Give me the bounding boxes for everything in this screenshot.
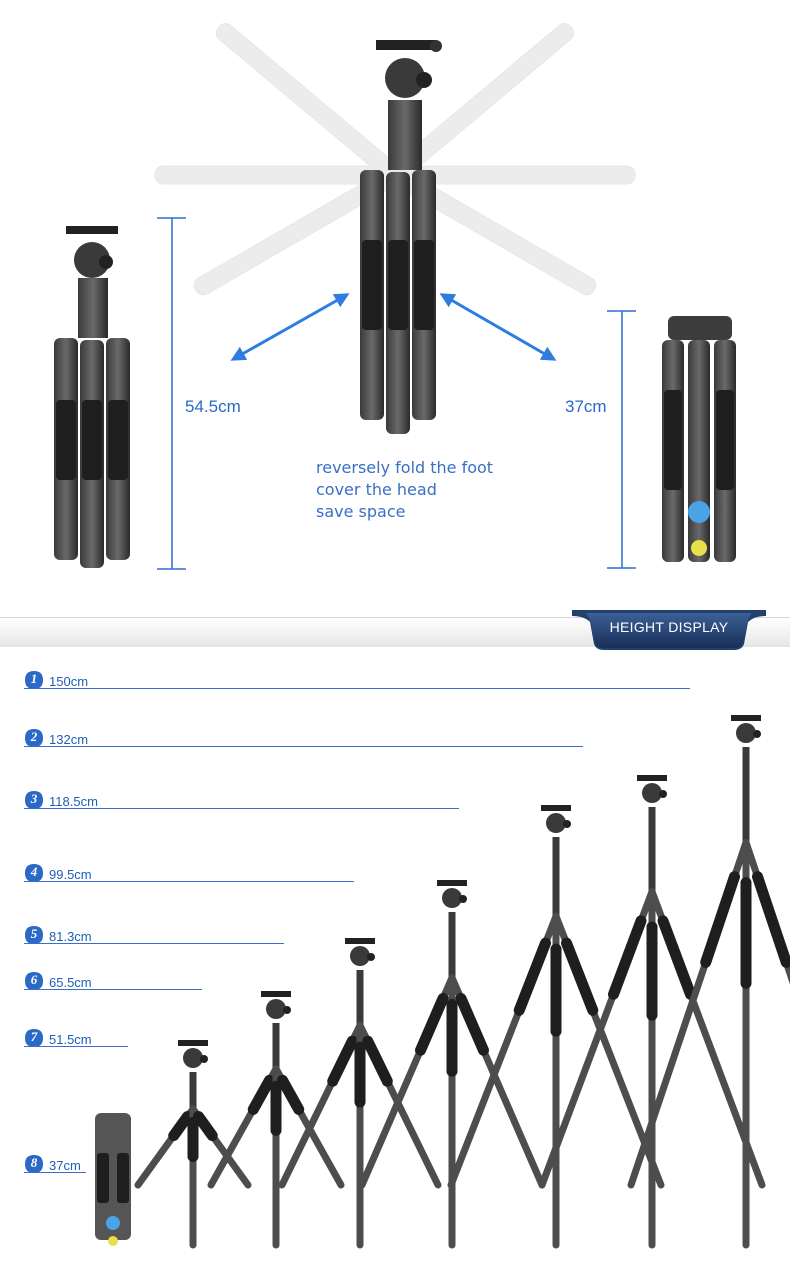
knob-icon — [283, 1006, 291, 1014]
knob-icon — [108, 1236, 118, 1246]
height-line — [24, 1172, 86, 1173]
banner-title: HEIGHT DISPLAY — [609, 619, 729, 635]
ball-head-icon — [442, 888, 462, 908]
height-label: 65.5cm — [49, 975, 92, 990]
knob-icon — [200, 1055, 208, 1063]
ball-head-icon — [106, 1216, 120, 1230]
height-number: 7 — [30, 1029, 38, 1044]
tripod-grip — [117, 1153, 129, 1203]
height-label: 150cm — [49, 674, 89, 689]
tripod-grip — [561, 937, 599, 1016]
tripod-grip — [97, 1153, 109, 1203]
tripod-grip — [657, 915, 696, 1000]
banner-tab — [572, 610, 766, 650]
height-number: 8 — [30, 1155, 38, 1170]
height-number: 3 — [30, 791, 38, 806]
tripod-grip — [193, 1111, 218, 1142]
height-label: 99.5cm — [49, 867, 92, 882]
knob-icon — [563, 820, 571, 828]
center-tripod — [360, 40, 442, 434]
badge-icon — [25, 972, 43, 990]
ball-head-icon — [350, 946, 370, 966]
head-plate — [261, 991, 291, 997]
caption-line: cover the head — [316, 480, 437, 499]
knob-icon — [367, 953, 375, 961]
height-number: 6 — [30, 972, 38, 987]
fold-caption: reversely fold the foot cover the head s… — [316, 457, 493, 523]
height-line — [24, 1046, 128, 1047]
head-plate — [345, 938, 375, 944]
right-tripod — [662, 316, 736, 562]
height-number: 1 — [30, 671, 38, 686]
height-number: 5 — [30, 926, 38, 941]
tripod-grip — [277, 1074, 305, 1115]
head-plate — [437, 880, 467, 886]
head-plate — [178, 1040, 208, 1046]
badge-icon — [25, 926, 43, 944]
badge-icon — [25, 864, 43, 882]
double-arrow-icon — [439, 293, 557, 361]
fold-illustration — [54, 23, 736, 570]
height-label: 37cm — [49, 1158, 81, 1173]
folded-height-label: 54.5cm — [185, 397, 241, 416]
left-tripod — [54, 226, 130, 568]
height-line — [24, 943, 284, 944]
head-plate — [637, 775, 667, 781]
reverse-folded-height-label: 37cm — [565, 397, 607, 416]
knob-icon — [459, 895, 467, 903]
ball-head-icon — [266, 999, 286, 1019]
badge-icon — [25, 671, 43, 689]
tripod-body — [95, 1113, 131, 1240]
tripod-lineup — [95, 715, 790, 1249]
head-plate — [731, 715, 761, 721]
badge-icon — [25, 1155, 43, 1173]
ball-head-icon — [736, 723, 756, 743]
tripod-grip — [752, 871, 790, 968]
badge-icon — [25, 1029, 43, 1047]
tripod-grip — [513, 937, 551, 1016]
caption-line: reversely fold the foot — [316, 458, 494, 477]
tripod-grip — [608, 915, 647, 1000]
height-line — [24, 808, 459, 809]
height-line — [24, 989, 202, 990]
badge-icon — [25, 791, 43, 809]
height-label: 132cm — [49, 732, 89, 747]
tripod-grip — [168, 1111, 193, 1142]
fold-comparison-section: 54.5cm 37cm reversely fold the foot cove… — [0, 0, 790, 600]
height-label: 81.3cm — [49, 929, 92, 944]
tripod-grip — [415, 992, 449, 1056]
ball-head-icon — [642, 783, 662, 803]
tripod-grip — [247, 1074, 275, 1115]
height-line — [24, 881, 354, 882]
height-number: 2 — [30, 729, 38, 744]
ball-head-icon — [546, 813, 566, 833]
tripod-grip — [455, 992, 489, 1056]
knob-icon — [659, 790, 667, 798]
dim-line-left — [157, 217, 186, 570]
height-line — [24, 688, 690, 689]
height-label: 51.5cm — [49, 1032, 92, 1047]
tripod-grip — [362, 1035, 393, 1087]
height-number: 4 — [30, 864, 38, 879]
double-arrow-icon — [230, 293, 350, 361]
height-label: 118.5cm — [49, 794, 98, 809]
ghost-legs — [154, 23, 636, 296]
tripod-grip — [700, 871, 740, 968]
height-line — [24, 746, 583, 747]
dim-line-right — [607, 310, 636, 569]
badge-icon — [25, 729, 43, 747]
tripod-grip — [327, 1035, 358, 1087]
head-plate — [541, 805, 571, 811]
knob-icon — [753, 730, 761, 738]
ball-head-icon — [183, 1048, 203, 1068]
caption-line: save space — [316, 502, 406, 521]
